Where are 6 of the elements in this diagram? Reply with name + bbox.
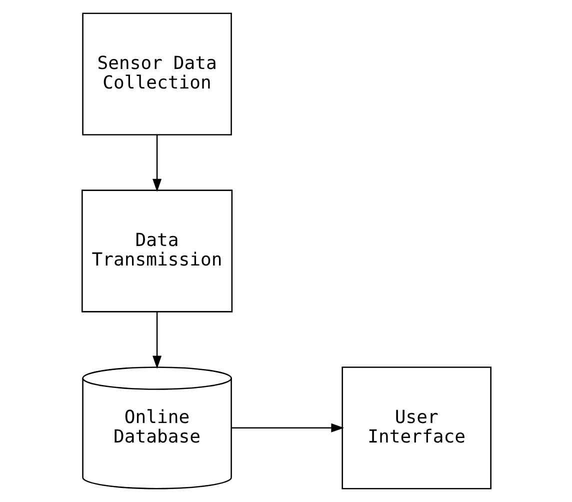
node-box: Data Transmission [81, 190, 232, 312]
arrow [152, 134, 162, 192]
arrow [231, 423, 344, 432]
node-box: User Interface [341, 366, 491, 490]
node-box: Sensor Data Collection [82, 12, 232, 136]
arrow [152, 312, 162, 369]
